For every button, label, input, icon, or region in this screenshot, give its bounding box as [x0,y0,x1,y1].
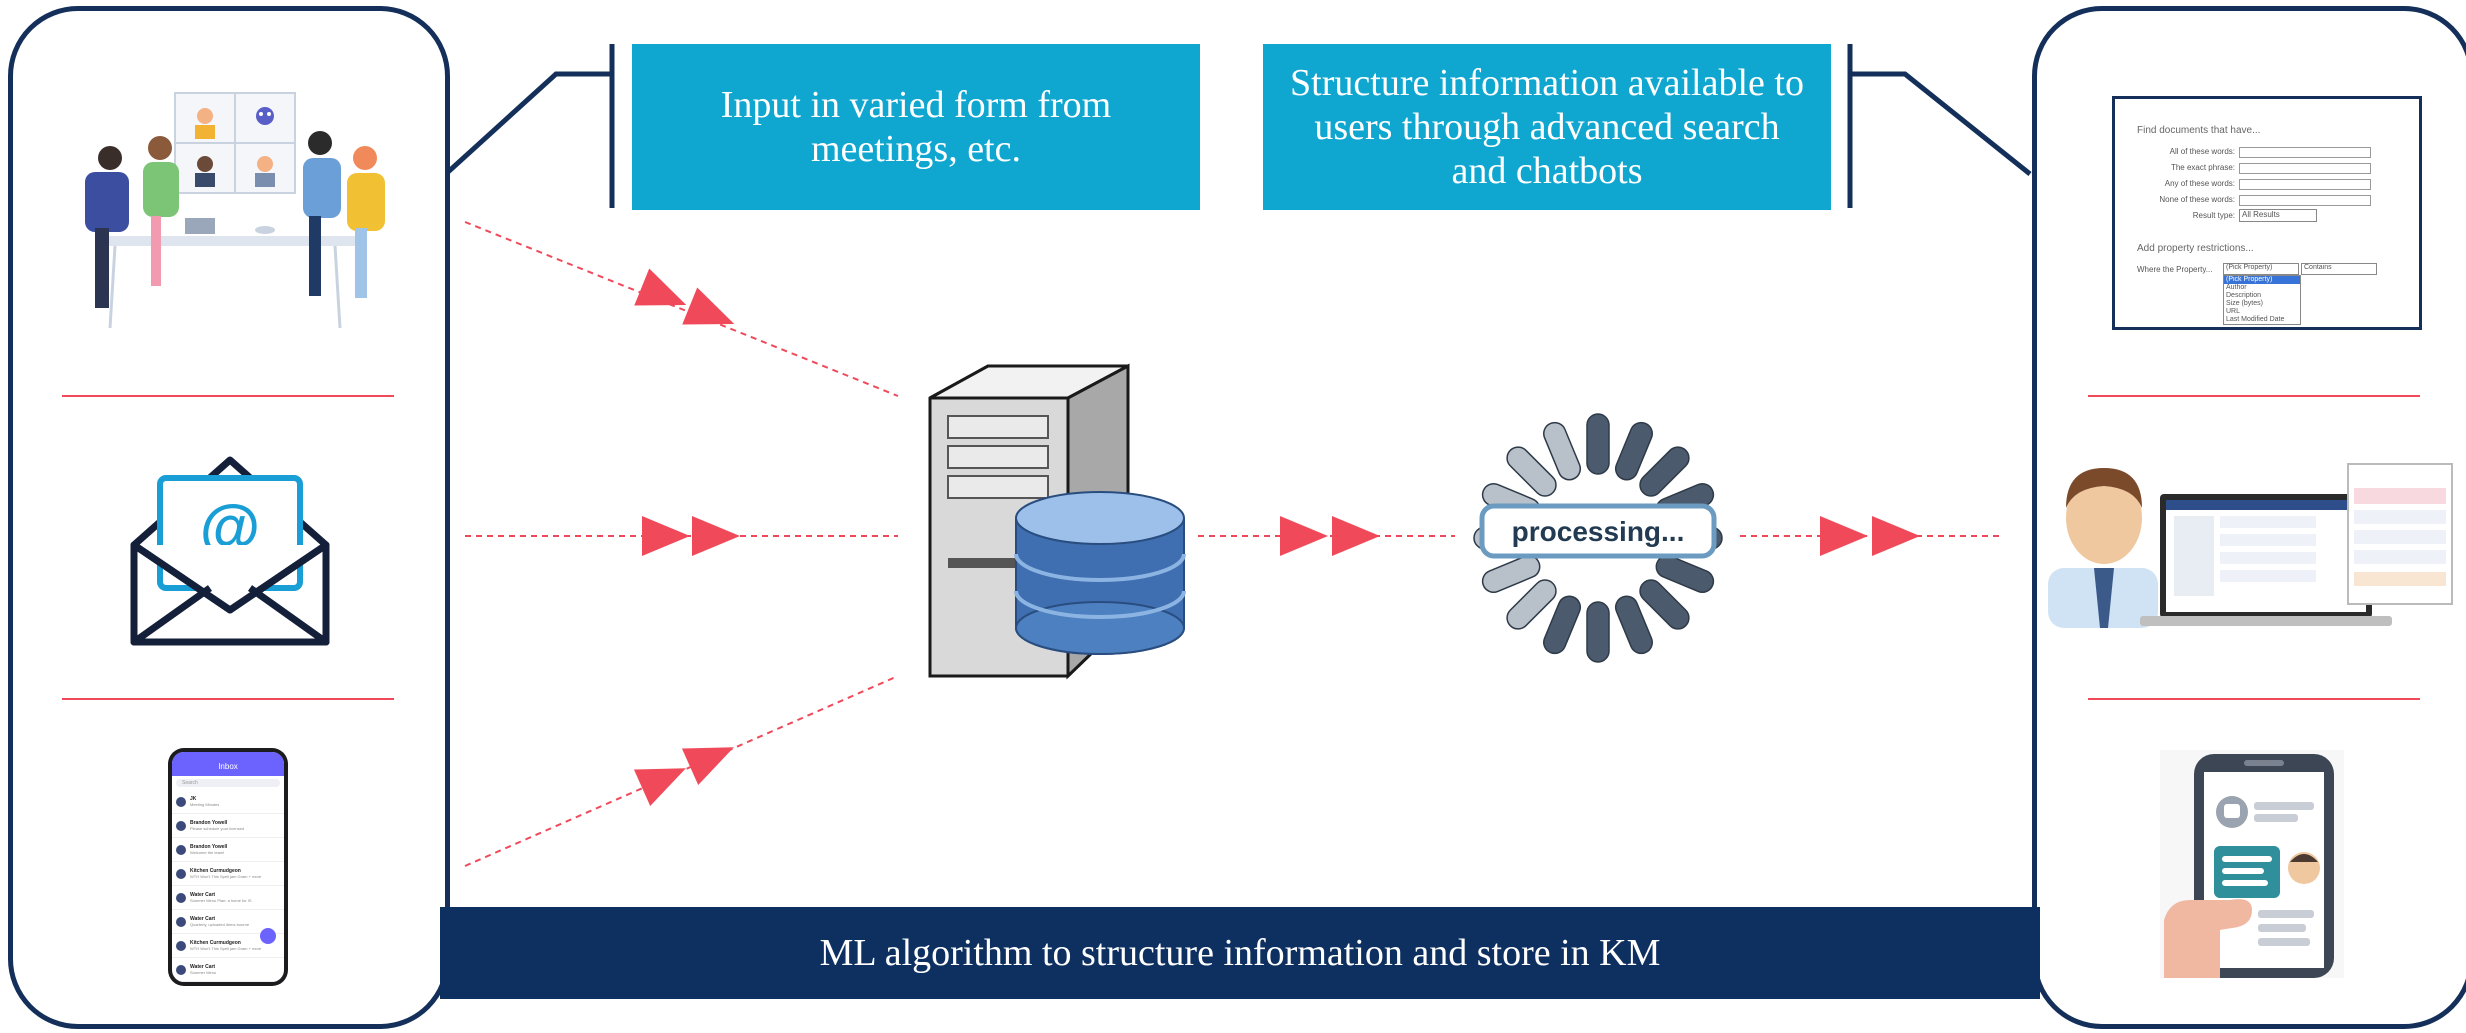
chat-preview: Welcome the team! [190,850,225,855]
avatar [176,820,186,831]
spinner-spoke [1655,554,1715,593]
chat-name: Water Cart [190,892,216,898]
avatar [176,796,186,807]
property-option[interactable]: URL [2226,308,2241,315]
arrow-head [1820,516,1868,556]
left-divider-2 [62,698,394,700]
chat-preview: Quarterly, uploaded items bourne [190,922,250,927]
chat-preview: WTH Won't This Spell jam Gram + more [190,946,262,951]
search-field-label: None of these words: [2159,195,2235,204]
arrow-head [642,516,690,556]
spinner-spoke [1586,413,1610,475]
property-select[interactable]: (Pick Property) [2223,263,2299,275]
ml-algorithm-bar: ML algorithm to structure information an… [440,907,2040,999]
search-field-input[interactable] [2239,179,2371,190]
chat-name: Water Cart [190,964,216,970]
search-field-label: All of these words: [2169,147,2235,156]
spinner-spoke [1506,579,1557,630]
avatar [176,940,186,951]
avatar [176,916,186,927]
chat-preview: WTH Won't This Spell jam Gram + more [190,874,262,879]
arrow-head [1872,516,1920,556]
meeting-illustration [85,92,385,329]
search-field-input[interactable] [2239,147,2371,158]
spinner-spoke [1639,579,1690,630]
result-type-label: Result type: [2192,211,2235,220]
spinner-spoke [1543,421,1582,481]
property-option[interactable]: (Pick Property) [2224,276,2300,284]
phone-search-input[interactable]: Search [176,779,280,787]
server-icon [928,363,1186,680]
chat-name: JK [190,796,197,802]
chat-preview: Meeting Minutes [190,802,220,807]
arrow-head [681,728,743,786]
contains-select[interactable]: Contains [2301,263,2377,275]
arrow-head [634,268,694,324]
search-field-input[interactable] [2239,195,2371,206]
property-option[interactable]: Description [2226,292,2262,299]
spinner-spoke [1614,421,1653,481]
output-callout: Structure information available to users… [1263,44,1831,210]
spinner-spoke [1586,601,1610,663]
search-field-label: Any of these words: [2164,179,2235,188]
right-divider-2 [2088,698,2420,700]
spinner-spoke [1614,595,1653,655]
where-label: Where the Property... [2137,265,2213,274]
search-form-heading: Find documents that have... [2137,125,2261,136]
arrow-head [1332,516,1380,556]
arrow-head [692,516,740,556]
property-option[interactable]: Author [2226,284,2247,291]
spinner-spoke [1639,446,1690,497]
processing-spinner-icon: processing... [1473,413,1723,663]
search-field-input[interactable] [2239,163,2371,174]
spinner-spoke [1543,595,1582,655]
chat-name: Brandon Yowell [190,844,228,850]
email-envelope-icon: @ [130,456,330,646]
chatbot-phone-illustration [2160,750,2344,978]
phone-header: Inbox [172,752,284,776]
chat-name: Kitchen Curmudgeon [190,868,241,874]
search-field-label: The exact phrase: [2170,163,2235,172]
chat-preview: Summer Menu Plan: a home for IS [190,898,252,903]
left-divider-1 [62,395,394,397]
chat-preview: Please schedule your licensed [190,826,245,831]
chat-name: Water Cart [190,916,216,922]
user-laptop-illustration [2048,463,2453,628]
avatar [176,868,186,879]
avatar [176,844,186,855]
arrow-head [1280,516,1328,556]
avatar [176,964,186,975]
chat-name: Kitchen Curmudgeon [190,940,241,946]
spinner-spoke [1506,446,1557,497]
right-divider-1 [2088,395,2420,397]
search-form-screenshot: Find documents that have... All of these… [2112,96,2422,330]
spinner-spoke [1481,554,1541,593]
property-heading: Add property restrictions... [2137,243,2254,254]
arrow-head [633,749,695,807]
database-icon [1014,491,1186,655]
processing-label: processing... [1512,516,1685,547]
compose-button[interactable] [260,928,276,944]
avatar [176,892,186,903]
arrow-head [682,287,742,343]
chat-name: Brandon Yowell [190,820,228,826]
result-type-select[interactable]: All Results [2239,209,2317,222]
property-option[interactable]: Size (bytes) [2226,300,2263,307]
property-option[interactable]: Last Modified Date [2226,316,2285,323]
chat-preview: Summer Menu [190,970,217,975]
input-callout: Input in varied form from meetings, etc. [632,44,1200,210]
